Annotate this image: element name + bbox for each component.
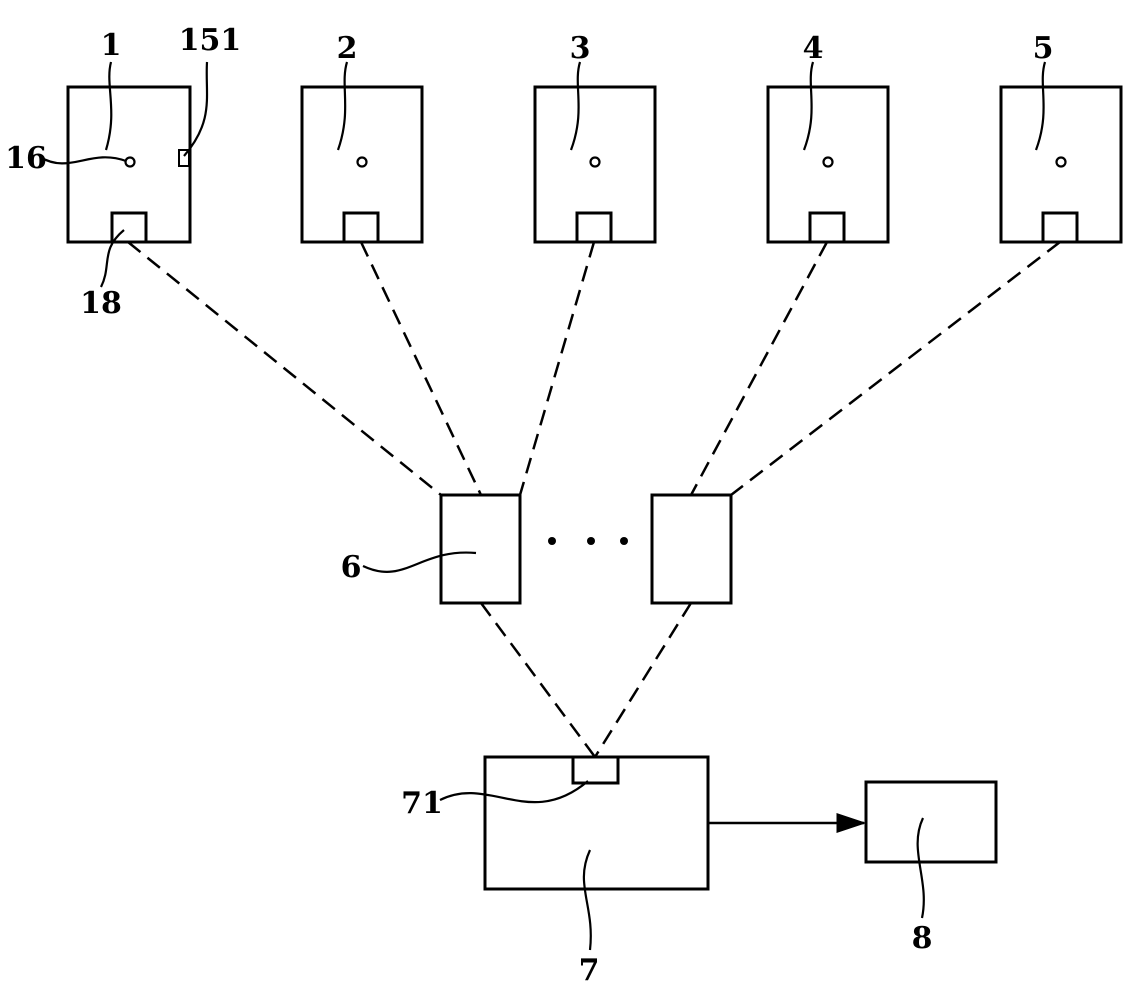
- label-18: 18: [80, 286, 122, 321]
- leader-6: [363, 553, 476, 572]
- link-6-7: [481, 603, 595, 757]
- label-71: 71: [401, 786, 443, 821]
- leader-8: [918, 818, 924, 918]
- leader-3: [571, 62, 580, 150]
- unit-4: [768, 87, 888, 242]
- leader-1: [106, 62, 111, 150]
- label-3: 3: [570, 31, 591, 66]
- link-2-6: [361, 242, 481, 495]
- link-1-6: [128, 242, 441, 495]
- label-8: 8: [912, 921, 933, 956]
- leader-2: [338, 62, 347, 150]
- leader-7: [584, 850, 591, 950]
- unit-4-port: [810, 213, 844, 242]
- link-3-6: [520, 242, 594, 495]
- label-7: 7: [579, 953, 600, 988]
- relay-box-6: [441, 495, 520, 603]
- label-5: 5: [1033, 31, 1054, 66]
- leader-71: [440, 781, 588, 802]
- label-1: 1: [101, 28, 122, 63]
- leader-151: [184, 62, 207, 156]
- unit-1: [68, 87, 190, 242]
- label-2: 2: [337, 31, 358, 66]
- unit-3: [535, 87, 655, 242]
- wireless-links: [128, 242, 1060, 757]
- ellipsis-dots: [548, 537, 628, 545]
- unit-3-sensor-point: [591, 158, 600, 167]
- unit-5: [1001, 87, 1121, 242]
- link-4-n: [691, 242, 827, 495]
- unit-3-port: [577, 213, 611, 242]
- link-5-n: [731, 242, 1060, 495]
- main-unit-7: [485, 757, 708, 889]
- unit-4-sensor-point: [824, 158, 833, 167]
- unit-1-sensor-point: [126, 158, 135, 167]
- leader-4: [804, 62, 813, 150]
- unit-2: [302, 87, 422, 242]
- link-n-7: [595, 603, 691, 757]
- leader-16: [40, 157, 126, 163]
- label-151: 151: [179, 23, 242, 58]
- leader-5: [1036, 62, 1045, 150]
- label-6: 6: [341, 550, 362, 585]
- unit-5-port: [1043, 213, 1077, 242]
- relay-box-n: [652, 495, 731, 603]
- main-unit-port-71: [573, 757, 618, 783]
- label-4: 4: [803, 31, 824, 66]
- unit-2-sensor-point: [358, 158, 367, 167]
- unit-5-sensor-point: [1057, 158, 1066, 167]
- label-16: 16: [5, 141, 47, 176]
- unit-2-port: [344, 213, 378, 242]
- output-unit-8: [866, 782, 996, 862]
